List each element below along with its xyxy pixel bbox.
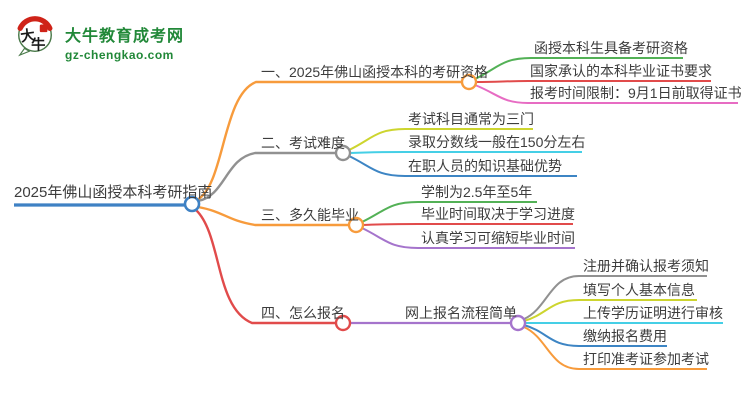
branch-1-child-2-label: 国家承认的本科毕业证书要求 — [530, 63, 712, 79]
branch-1-child-2-link — [475, 80, 711, 83]
register-step-4-label: 缴纳报名费用 — [583, 328, 667, 344]
branch-3-link — [197, 205, 349, 227]
branch-2-child-1-label: 考试科目通常为三门 — [408, 111, 534, 127]
logo-char-da: 大 — [19, 26, 36, 46]
branch-2-child-2-label: 录取分数线一般在150分左右 — [408, 134, 586, 150]
branch-2-child-1-link — [348, 128, 533, 151]
branch-1-child-1-link — [474, 57, 683, 80]
logo-red-cap — [17, 16, 53, 31]
branch-2-child-3-label: 在职人员的知识基础优势 — [408, 158, 562, 174]
root-topic-label: 2025年佛山函授本科考研指南 — [14, 184, 213, 201]
logo-char-niu: 牛 — [31, 35, 45, 53]
branch-1-child-3-label: 报考时间限制：9月1日前取得证书 — [530, 85, 742, 101]
bubble-tail — [18, 47, 31, 57]
register-step-3-label: 上传学历证明进行审核 — [583, 305, 723, 321]
register-step-5-label: 打印准考证参加考试 — [583, 351, 709, 367]
branch-1-child-3-link — [474, 84, 738, 104]
register-hub-label: 网上报名流程简单 — [405, 305, 517, 321]
branch-3-node — [347, 216, 365, 234]
register-step-2-link — [523, 299, 697, 322]
daniu-logo-icon: 大 牛 — [17, 16, 53, 57]
branch-4-link — [195, 209, 336, 325]
branch-3-label: 三、多久能毕业 — [261, 207, 359, 223]
branch-3-child-2-label: 毕业时间取决于学习进度 — [421, 206, 575, 222]
register-step-1-link — [523, 275, 707, 320]
logo-title: 大牛教育成考网 — [65, 28, 185, 45]
branch-1-child-1-label: 函授本科生具备考研资格 — [534, 40, 688, 56]
branch-2-child-3-link — [348, 155, 577, 177]
root-node — [183, 195, 201, 213]
branch-2-label: 二、考试难度 — [261, 135, 345, 151]
branch-2-link — [197, 151, 336, 203]
branch-3-child-3-link — [361, 227, 575, 249]
branch-3-child-1-link — [361, 201, 537, 223]
register-step-2-label: 填写个人基本信息 — [583, 282, 695, 298]
branch-1-link — [196, 80, 462, 202]
register-step-4-link — [523, 324, 667, 347]
branch-2-child-2-link — [349, 151, 582, 154]
branch-1-node — [460, 73, 478, 91]
logo-domain: gz-chengkao.com — [65, 48, 174, 62]
branch-3-child-1-label: 学制为2.5年至5年 — [421, 184, 533, 200]
register-step-5-link — [523, 326, 707, 370]
branch-1-label: 一、2025年佛山函授本科的考研资格 — [261, 64, 489, 80]
register-hub-node — [509, 314, 527, 332]
branch-3-child-3-label: 认真学习可缩短毕业时间 — [421, 230, 575, 246]
branch-2-node — [334, 144, 352, 162]
site-logo: 大 牛 大牛教育成考网 gz-chengkao.com — [13, 14, 184, 62]
branch-4-node — [334, 314, 352, 332]
logo-seal — [39, 24, 48, 33]
branch-3-child-2-link — [362, 223, 573, 226]
branch-4-label: 四、怎么报名 — [261, 305, 345, 321]
register-step-1-label: 注册并确认报考须知 — [583, 258, 709, 274]
